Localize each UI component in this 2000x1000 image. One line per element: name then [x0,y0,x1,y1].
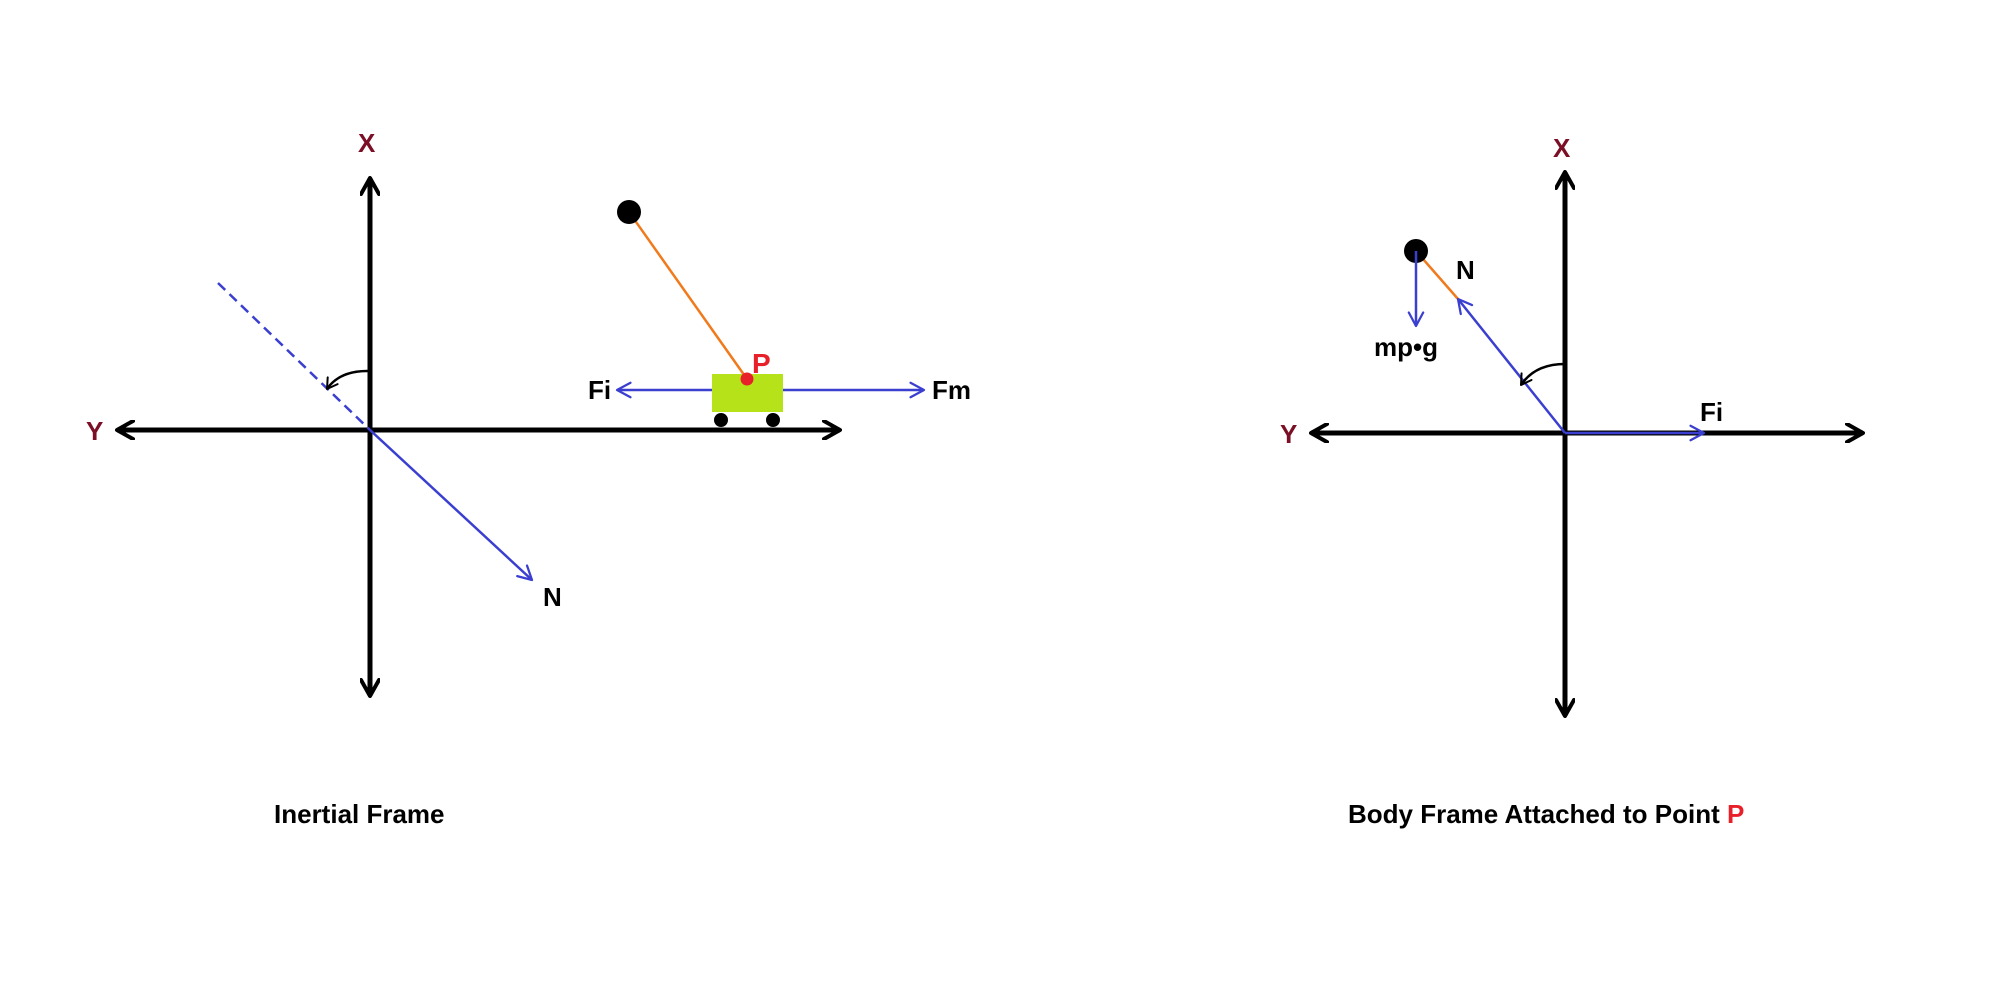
left-point-p-label: P [752,348,771,379]
cart-wheel-left [714,413,728,427]
left-normal-force-arrow [369,429,534,582]
right-angle-arc [1519,362,1566,386]
right-x-axis-label: X [1553,133,1571,163]
inertial-frame-caption: Inertial Frame [274,799,445,830]
body-frame-caption-point: P [1726,799,1745,829]
right-normal-force-arrow [1456,297,1566,434]
left-pendulum-rod [627,211,749,380]
left-inertial-force-label: Fi [588,375,611,405]
left-pendulum-mass [617,200,641,224]
inertial-frame-caption-text: Inertial Frame [274,799,445,829]
left-y-axis-label: Y [86,416,103,446]
point-p-marker [740,372,754,386]
left-normal-force-label: N [543,582,562,612]
left-motor-force-label: Fm [932,375,971,405]
body-frame-caption-text: Body Frame Attached to Point [1348,799,1727,829]
body-frame-caption: Body Frame Attached to Point P [1348,799,1744,830]
right-y-axis-label: Y [1280,419,1297,449]
right-normal-force-label: N [1456,255,1475,285]
left-pendulum-extension-dashed [217,282,371,431]
left-angle-arc [325,369,371,390]
cart-wheel-right [766,413,780,427]
inertial-frame-diagram: X Y N P Fi Fm [86,128,971,696]
right-inertial-force-label: Fi [1700,397,1723,427]
right-weight-label: mp•g [1374,332,1438,362]
body-frame-diagram: X Y N mp•g Fi [1280,133,1863,716]
left-x-axis-label: X [358,128,376,158]
